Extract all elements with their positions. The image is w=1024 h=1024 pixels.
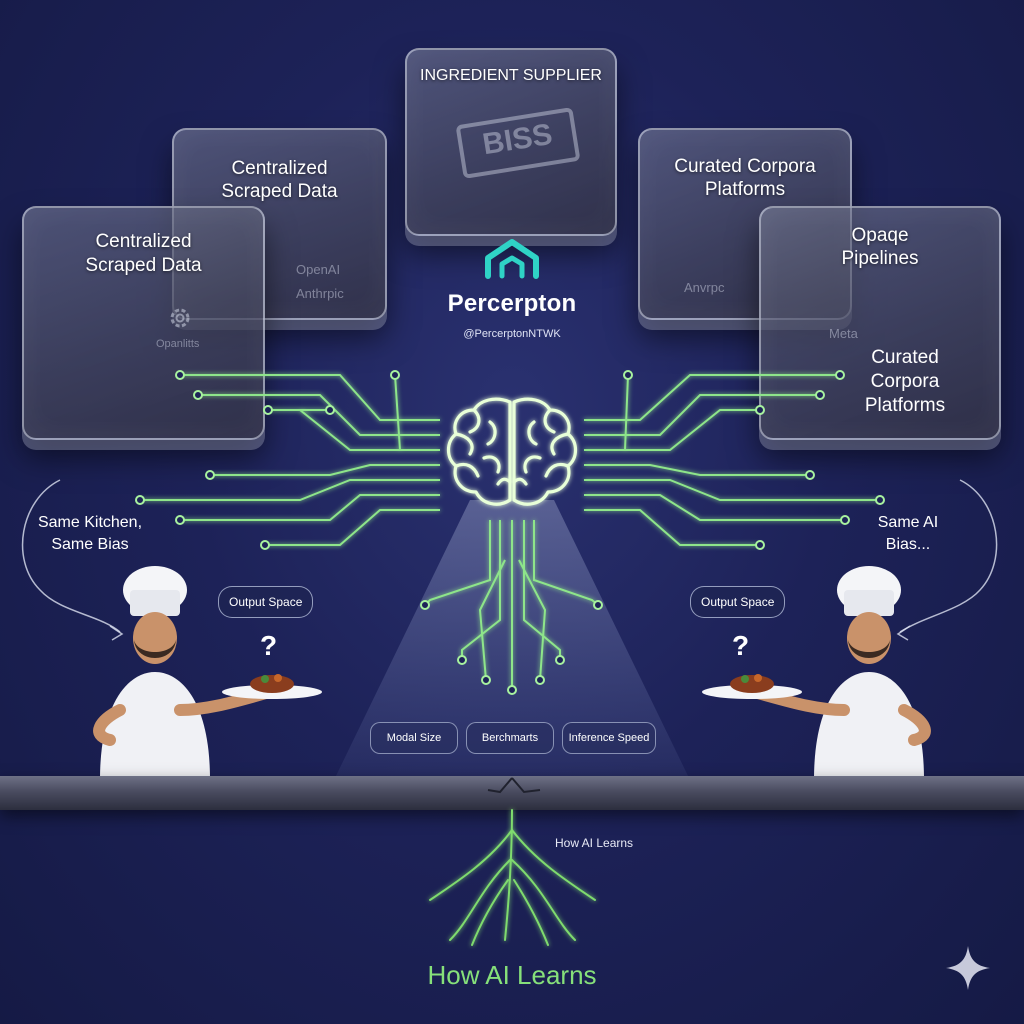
cube-title-line2: Platforms — [704, 179, 786, 200]
opanlitts-faint-logo: Opanlitts — [156, 338, 200, 350]
brand-handle: @PercerptonNTWK — [463, 328, 561, 340]
kitchen-counter — [0, 776, 1024, 810]
chef-icon — [93, 566, 322, 780]
sparkle-icon — [946, 946, 990, 990]
same-kitchen-note: Same Kitchen, Same Bias — [24, 512, 156, 556]
same-kitchen-note-line2: Same Bias — [51, 536, 129, 553]
cube-title-line2: Pipelines — [841, 248, 919, 269]
metric-benchmarks: Berchmarts — [466, 722, 554, 754]
cube-title-line1: Centralized — [231, 158, 328, 179]
footer-title: How AI Learns — [427, 960, 597, 990]
metric-model-size: Modal Size — [370, 722, 458, 754]
cube-ingredient-supplier: INGREDIENT SUPPLIER BISS — [405, 48, 617, 236]
same-kitchen-note-line1: Same Kitchen, — [37, 514, 143, 531]
anthropic-faint-logo: Anthrpic — [296, 286, 344, 301]
cube-opaque-pipelines: Opaqe Pipelines Meta — [759, 206, 1001, 440]
house-logo-icon — [485, 239, 539, 279]
ingredient-supplier-title: INGREDIENT SUPPLIER — [420, 67, 602, 84]
metric-inference-speed: Inference Speed — [562, 722, 656, 754]
chef-icon — [702, 566, 931, 780]
curated-corpora-label-line2: Corpora — [870, 371, 940, 392]
brand-name: Percerpton — [447, 290, 577, 317]
output-space-bubble-left: Output Space — [218, 586, 314, 618]
output-space-bubble-right: Output Space — [690, 586, 786, 618]
gear-icon — [170, 308, 190, 328]
question-mark-right: ? — [732, 630, 750, 661]
question-mark-left: ? — [260, 630, 278, 661]
curated-corpora-label-line3: Platforms — [864, 395, 946, 416]
cube-centralized-scraped-data-front: Centralized Scraped Data Opanlitts — [22, 206, 265, 440]
cube-title-line1: Centralized — [95, 231, 192, 252]
same-ai-bias-note: Same AI Bias... — [858, 512, 958, 556]
same-ai-bias-note-line1: Same AI — [877, 514, 939, 531]
curated-corpora-label-line1: Curated — [871, 347, 939, 368]
brain-icon — [446, 397, 578, 506]
anvrpc-faint-logo: Anvrpc — [684, 280, 725, 295]
cube-title-line2: Scraped Data — [85, 255, 202, 276]
cube-title-line2: Scraped Data — [221, 181, 338, 202]
openai-faint-logo: OpenAI — [296, 262, 341, 277]
curated-corpora-label: Curated Corpora Platforms — [838, 346, 972, 418]
cube-title-line1: Opaqe — [851, 225, 909, 246]
cube-title-line1: Curated Corpora — [674, 156, 816, 177]
meta-faint-logo: Meta — [829, 326, 858, 341]
same-ai-bias-note-line2: Bias... — [885, 536, 931, 553]
roots-label: How AI Learns — [555, 836, 634, 850]
